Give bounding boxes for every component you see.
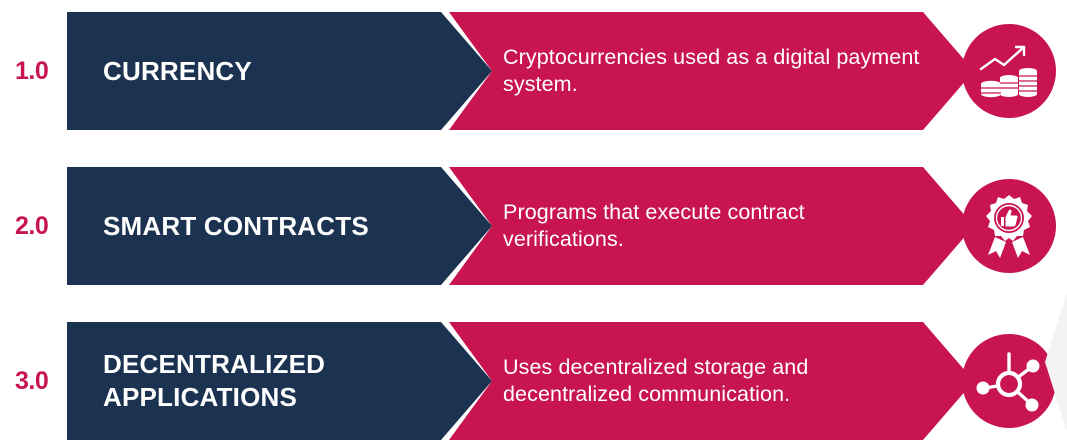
award-badge-icon — [962, 179, 1056, 273]
growth-coins-icon — [962, 24, 1056, 118]
title-label: CURRENCY — [103, 55, 252, 86]
description-text: Uses decentralized storage and decentral… — [503, 355, 809, 406]
corner-decoration — [1045, 292, 1067, 432]
version-label: 1.0 — [15, 56, 49, 85]
row-currency: 1.0 CURRENCY Cryptocurrencies used as a … — [0, 12, 1067, 130]
title-label: SMART CONTRACTS — [103, 210, 369, 241]
description-text: Programs that execute contract verificat… — [503, 200, 805, 251]
row-decentralized-applications: 3.0 DECENTRALIZED APPLICATIONS Uses dece… — [0, 322, 1067, 440]
version-label: 3.0 — [15, 366, 49, 395]
description-arrow-block — [449, 12, 974, 130]
title-label: DECENTRALIZED APPLICATIONS — [103, 349, 326, 412]
title-arrow-block — [67, 167, 492, 285]
description-arrow-block — [449, 167, 974, 285]
network-nodes-icon — [962, 334, 1056, 428]
title-arrow-block — [67, 12, 492, 130]
row-smart-contracts: 2.0 SMART CONTRACTS Programs that execut… — [0, 167, 1067, 285]
description-arrow-block — [449, 322, 974, 440]
description-text: Cryptocurrencies used as a digital payme… — [503, 45, 920, 96]
title-arrow-block — [67, 322, 492, 440]
version-label: 2.0 — [15, 211, 49, 240]
